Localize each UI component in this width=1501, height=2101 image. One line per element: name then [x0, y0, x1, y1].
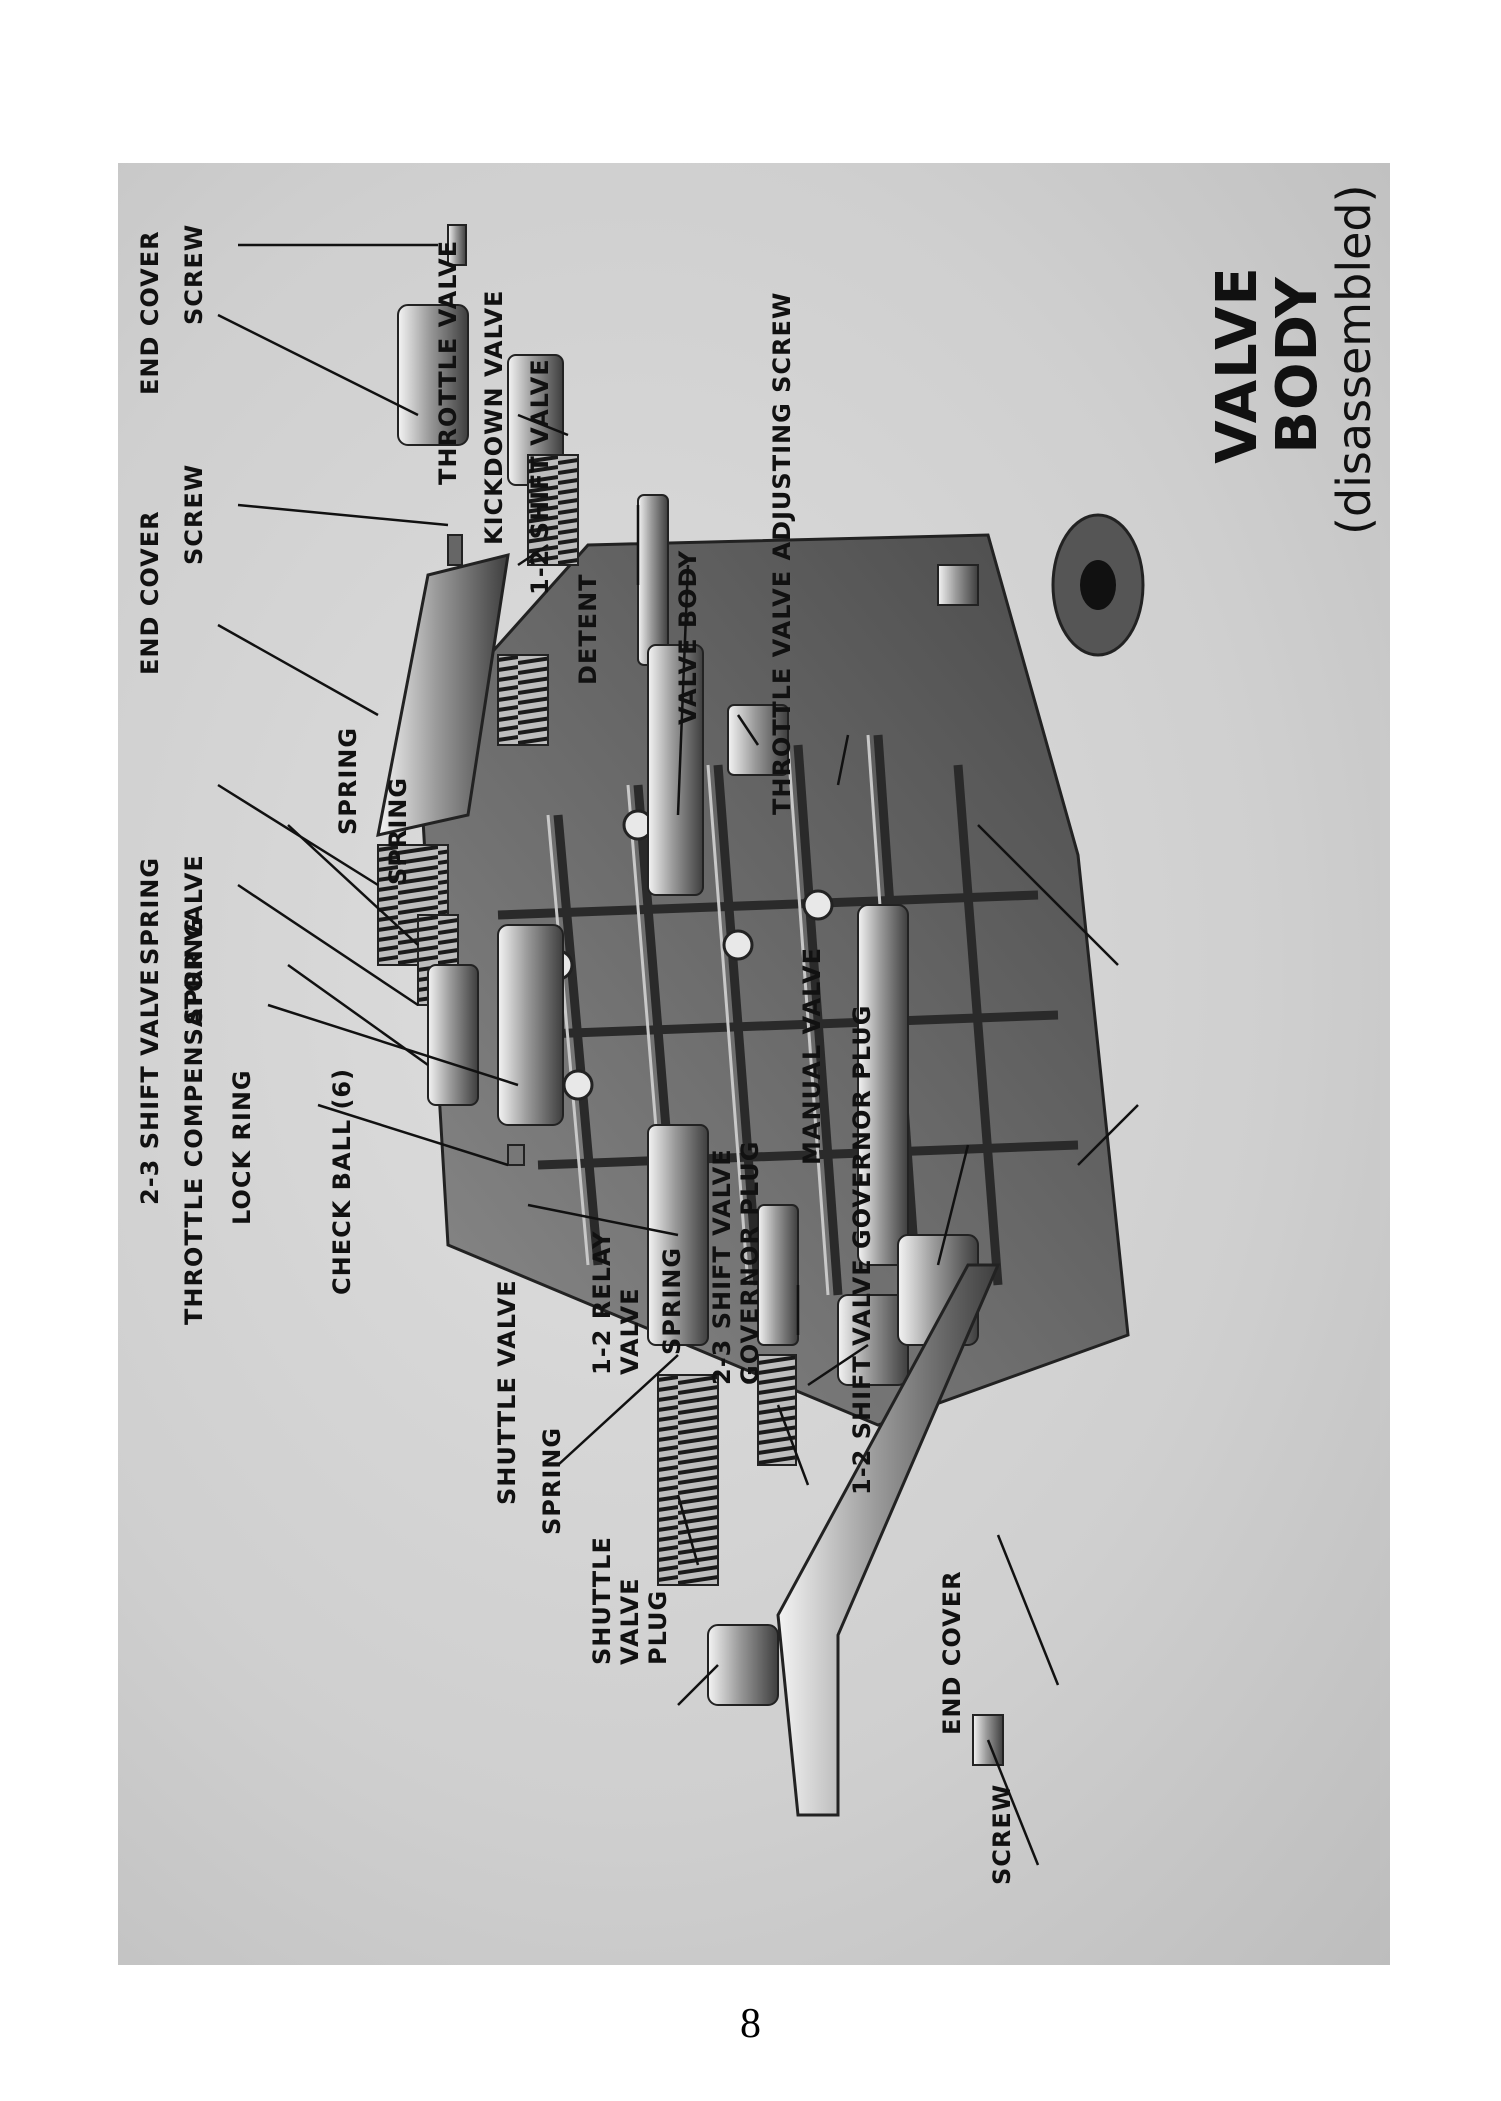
label-spring: SPRING — [538, 1426, 566, 1535]
valve-body-photo: SCREW END COVER SCREW END COVER SPRING S… — [118, 163, 1390, 1965]
label-detent: DETENT — [574, 573, 602, 685]
left-top-parts — [377, 844, 564, 1166]
label-throttle-compensator-valve: THROTTLE COMPENSATOR VALVE — [180, 854, 208, 1325]
label-kickdown-valve: KICKDOWN VALVE — [480, 289, 508, 545]
label-shuttle-valve-plug: SHUTTLE VALVE PLUG — [588, 1536, 672, 1665]
label-screw: SCREW — [180, 463, 208, 565]
label-lock-ring: LOCK RING — [228, 1069, 256, 1225]
label-spring: SPRING — [384, 776, 412, 885]
label-1-2-shift-valve-governor-plug: 1-2 SHIFT VALVE GOVERNOR PLUG — [848, 1004, 876, 1495]
label-valve-body: VALVE BODY — [674, 549, 702, 725]
label-throttle-valve-adjusting-screw: THROTTLE VALVE ADJUSTING SCREW — [768, 291, 796, 815]
label-spring: SPRING — [334, 726, 362, 835]
label-end-cover: END COVER — [938, 1570, 966, 1735]
label-screw: SCREW — [180, 223, 208, 325]
figure-title-block: VALVE BODY (disassembled) — [1205, 184, 1381, 535]
throttle-adjusting-screw — [937, 564, 979, 606]
label-1-2-relay-valve: 1-2 RELAY VALVE — [588, 1230, 644, 1375]
valve-body-casting — [416, 513, 1145, 1427]
top-row-parts — [397, 224, 789, 896]
label-check-ball: CHECK BALL (6) — [328, 1067, 356, 1295]
rotated-figure: SCREW END COVER SCREW END COVER SPRING S… — [118, 163, 1390, 1965]
label-2-3-shift-valve-governor-plug: 2-3 SHIFT VALVE GOVERNOR PLUG — [708, 1140, 764, 1385]
label-end-cover: END COVER — [136, 510, 164, 675]
figure-subtitle: (disassembled) — [1327, 184, 1381, 535]
label-throttle-valve: THROTTLE VALVE — [434, 239, 462, 485]
label-2-3-shift-valve: 2-3 SHIFT VALVE — [136, 968, 164, 1205]
figure-title: VALVE BODY — [1205, 266, 1330, 464]
label-screw: SCREW — [988, 1783, 1016, 1885]
label-shuttle-valve: SHUTTLE VALVE — [493, 1279, 521, 1505]
label-1-2-shift-valve: 1-2 SHIFT VALVE — [526, 358, 554, 595]
manual-valve-part — [857, 904, 909, 1266]
exploded-parts-drawing — [376, 224, 1145, 1817]
label-end-cover: END COVER — [136, 230, 164, 395]
leader-lines — [217, 243, 1139, 1866]
label-manual-valve: MANUAL VALVE — [798, 947, 826, 1165]
page-number: 8 — [740, 2001, 761, 2047]
end-cover-upper — [376, 534, 549, 837]
label-spring: SPRING — [136, 856, 164, 965]
label-spring: SPRING — [658, 1246, 686, 1355]
